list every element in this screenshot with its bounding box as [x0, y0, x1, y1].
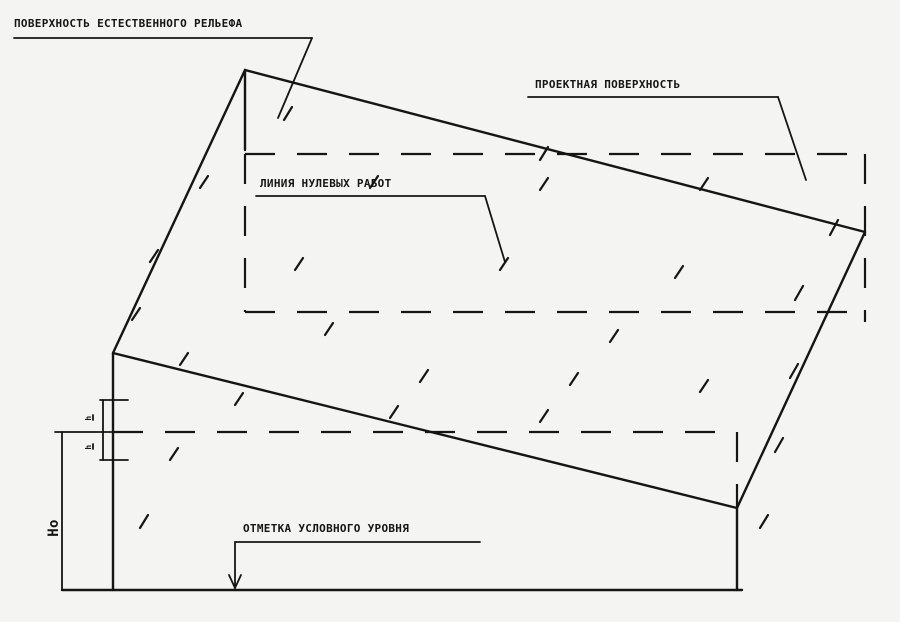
- zero-work-line-leader: [255, 195, 506, 263]
- zero-work-line-label: ЛИНИЯ НУЛЕВЫХ РАБОТ: [260, 177, 392, 190]
- design-surface-leader: [527, 96, 807, 181]
- design-surface-dashed: [113, 152, 867, 508]
- dimension-h-label: Hо: [46, 519, 62, 536]
- natural-relief-surface: [111, 68, 867, 510]
- conditional-level-leader: [228, 541, 481, 591]
- natural-surface-leader: [13, 37, 313, 119]
- tick-lower-label: h: [84, 444, 93, 449]
- conditional-level-label: ОТМЕТКА УСЛОВНОГО УРОВНЯ: [243, 522, 409, 535]
- zero-work-line-hatching: [130, 105, 840, 530]
- natural-surface-label: ПОВЕРХНОСТЬ ЕСТЕСТВЕННОГО РЕЛЬЕФА: [14, 17, 243, 30]
- dimension-marks: [54, 399, 129, 591]
- design-surface-label: ПРОЕКТНАЯ ПОВЕРХНОСТЬ: [535, 78, 680, 91]
- tick-upper-label: h: [84, 415, 93, 420]
